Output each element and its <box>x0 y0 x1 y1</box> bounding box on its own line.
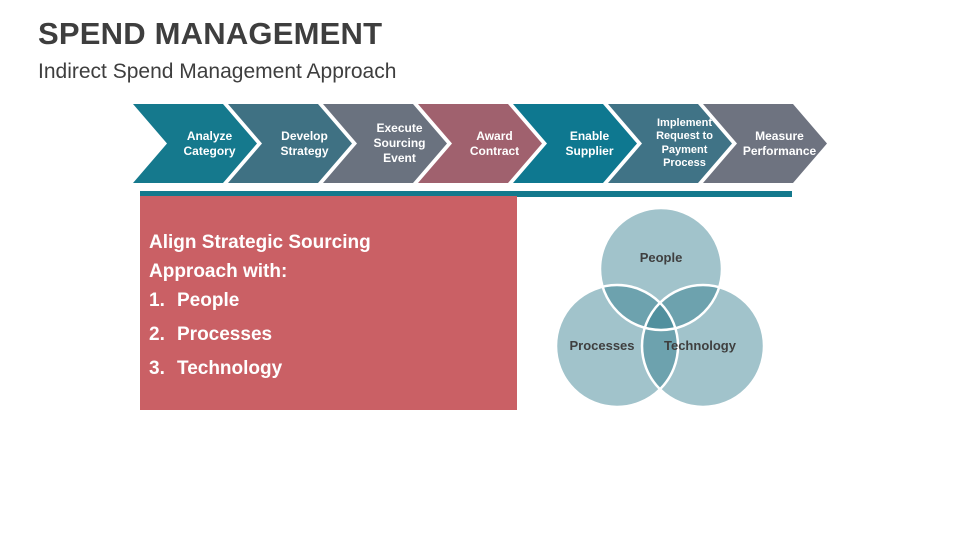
process-step-label: Analyze Category <box>183 128 236 158</box>
list-item: 3. Technology <box>149 357 505 380</box>
list-item: 2. Processes <box>149 324 505 346</box>
callout-heading: Align Strategic Sourcing Approach with: <box>149 232 371 283</box>
list-item-label: Processes <box>177 324 273 346</box>
venn-circle-processes <box>556 285 678 407</box>
callout-box: Align Strategic Sourcing Approach with: … <box>140 196 517 410</box>
list-item: 1. People <box>149 290 505 312</box>
process-step-label: Develop Strategy <box>280 128 329 158</box>
divider-line <box>140 191 792 197</box>
list-item-number: 2. <box>149 324 165 346</box>
venn-label-processes: Processes <box>569 338 634 353</box>
process-step-label: Award Contract <box>469 128 520 158</box>
venn-label-technology: Technology <box>664 338 737 353</box>
list-item-number: 1. <box>149 290 165 312</box>
process-step-label: Measure Performance <box>742 128 817 158</box>
list-item-number: 3. <box>149 357 165 379</box>
process-step-label: Enable Supplier <box>565 128 614 158</box>
venn-diagram: People Processes Technology <box>554 206 766 409</box>
list-item-label: People <box>177 290 240 312</box>
venn-circle-processes-outline <box>554 283 680 409</box>
venn-circle-people <box>600 208 722 330</box>
callout-list: 1. People 2. Processes 3. Technology <box>149 290 505 380</box>
venn-label-people: People <box>640 250 683 265</box>
venn-circle-technology-outline <box>640 283 766 409</box>
process-step-label: Execute Sourcing Event <box>373 121 426 165</box>
process-step-label: Implement Request to Payment Process <box>656 116 713 169</box>
venn-circle-people-outline <box>598 206 724 332</box>
slide-subtitle: Indirect Spend Management Approach <box>38 60 397 83</box>
list-item-label: Technology <box>177 357 283 379</box>
slide-title: SPEND MANAGEMENT <box>38 16 383 51</box>
venn-circle-technology <box>642 285 764 407</box>
